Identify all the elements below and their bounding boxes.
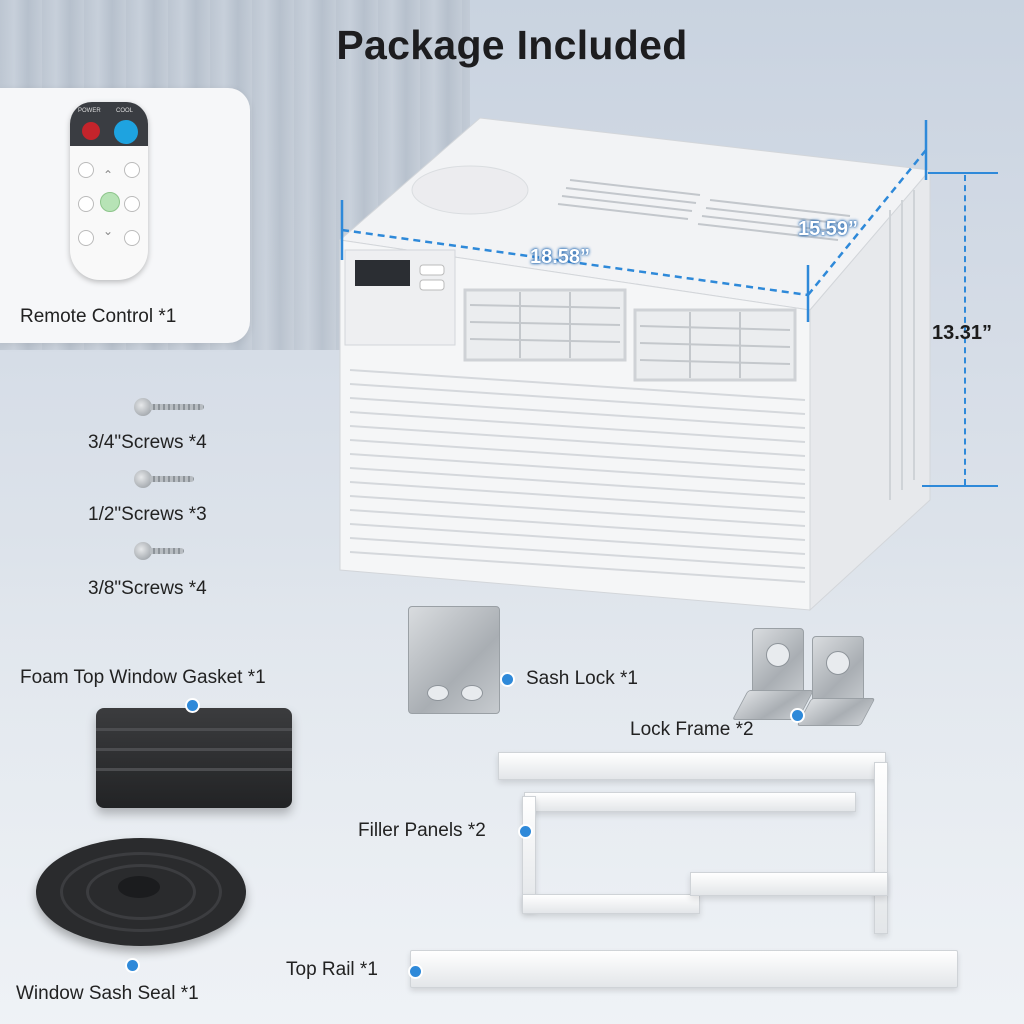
filler-panels-label: Filler Panels *2 — [358, 820, 486, 841]
sash-seal-image — [36, 838, 246, 946]
screw-3-8-shaft — [150, 548, 184, 554]
remote-cool-text: COOL — [116, 108, 134, 114]
sash-seal-label: Window Sash Seal *1 — [16, 983, 199, 1004]
filler-panels-marker-dot — [520, 826, 531, 837]
seal-core — [118, 876, 160, 898]
screw-3-4-shaft — [150, 404, 204, 410]
gasket-layer — [96, 728, 292, 731]
sash-seal-marker-dot — [127, 960, 138, 971]
screw-1-2-shaft — [150, 476, 194, 482]
sash-lock-label: Sash Lock *1 — [526, 668, 638, 689]
filler-panel-left-bar — [522, 796, 536, 910]
top-rail-marker-dot — [410, 966, 421, 977]
remote-power-text: POWER — [78, 108, 101, 114]
height-dimension-label: 13.31” — [932, 322, 993, 344]
remote-key-icon — [124, 162, 140, 178]
air-conditioner-image — [338, 117, 931, 612]
sash-lock-marker-dot — [502, 674, 513, 685]
lock-frame-image — [752, 628, 804, 698]
gasket-marker-dot — [187, 700, 198, 711]
sash-lock-hole — [427, 685, 449, 701]
lock-frame-label: Lock Frame *2 — [630, 719, 754, 740]
top-rail-label: Top Rail *1 — [286, 959, 378, 980]
width-dimension-label: 18.58” — [530, 246, 591, 268]
lock-frame-hole — [766, 643, 790, 667]
remote-key-icon — [124, 196, 140, 212]
lock-frame-marker-dot — [792, 710, 803, 721]
filler-panel-bottom-bar — [690, 872, 888, 896]
screw-3-8-icon — [134, 542, 152, 560]
lock-frame-image — [812, 636, 864, 706]
remote-control-image: POWER COOL ⌃ ⌄ — [70, 102, 148, 280]
top-rail-image — [410, 950, 958, 988]
gasket-layer — [96, 768, 292, 771]
foam-gasket-image — [96, 708, 292, 808]
filler-panel-bottom-bar — [522, 894, 700, 914]
screws-1-2-label: 1/2"Screws *3 — [88, 504, 207, 525]
chevron-up-icon: ⌃ — [103, 168, 114, 182]
depth-dimension-label: 15.59” — [798, 218, 859, 240]
height-dimension-line — [964, 175, 966, 485]
sash-lock-image — [408, 606, 500, 714]
remote-power-button-image — [82, 122, 100, 140]
remote-key-icon — [124, 230, 140, 246]
seal-ring — [60, 852, 222, 932]
remote-key-icon — [78, 230, 94, 246]
seal-ring — [86, 864, 196, 920]
filler-panel-right-bar — [874, 762, 888, 934]
filler-panel-top-bar — [498, 752, 886, 780]
page-title: Package Included — [336, 22, 688, 68]
remote-key-icon — [78, 162, 94, 178]
sash-lock-hole — [461, 685, 483, 701]
remote-control-card: POWER COOL ⌃ ⌄ Remote Control *1 — [0, 88, 250, 343]
screw-3-4-icon — [134, 398, 152, 416]
remote-control-label: Remote Control *1 — [20, 306, 177, 327]
filler-panel-inner-bar — [524, 792, 856, 812]
screws-3-4-label: 3/4"Screws *4 — [88, 432, 207, 453]
remote-center-key-icon — [100, 192, 120, 212]
remote-key-icon — [78, 196, 94, 212]
gasket-layer — [96, 748, 292, 751]
gasket-label: Foam Top Window Gasket *1 — [20, 667, 266, 688]
remote-cool-button-image — [114, 120, 138, 144]
height-dimension-cap-top — [928, 172, 998, 174]
lock-frame-hole — [826, 651, 850, 675]
screw-1-2-icon — [134, 470, 152, 488]
height-dimension-cap-bottom — [922, 485, 998, 487]
screws-3-8-label: 3/8"Screws *4 — [88, 578, 207, 599]
chevron-down-icon: ⌄ — [103, 224, 114, 238]
